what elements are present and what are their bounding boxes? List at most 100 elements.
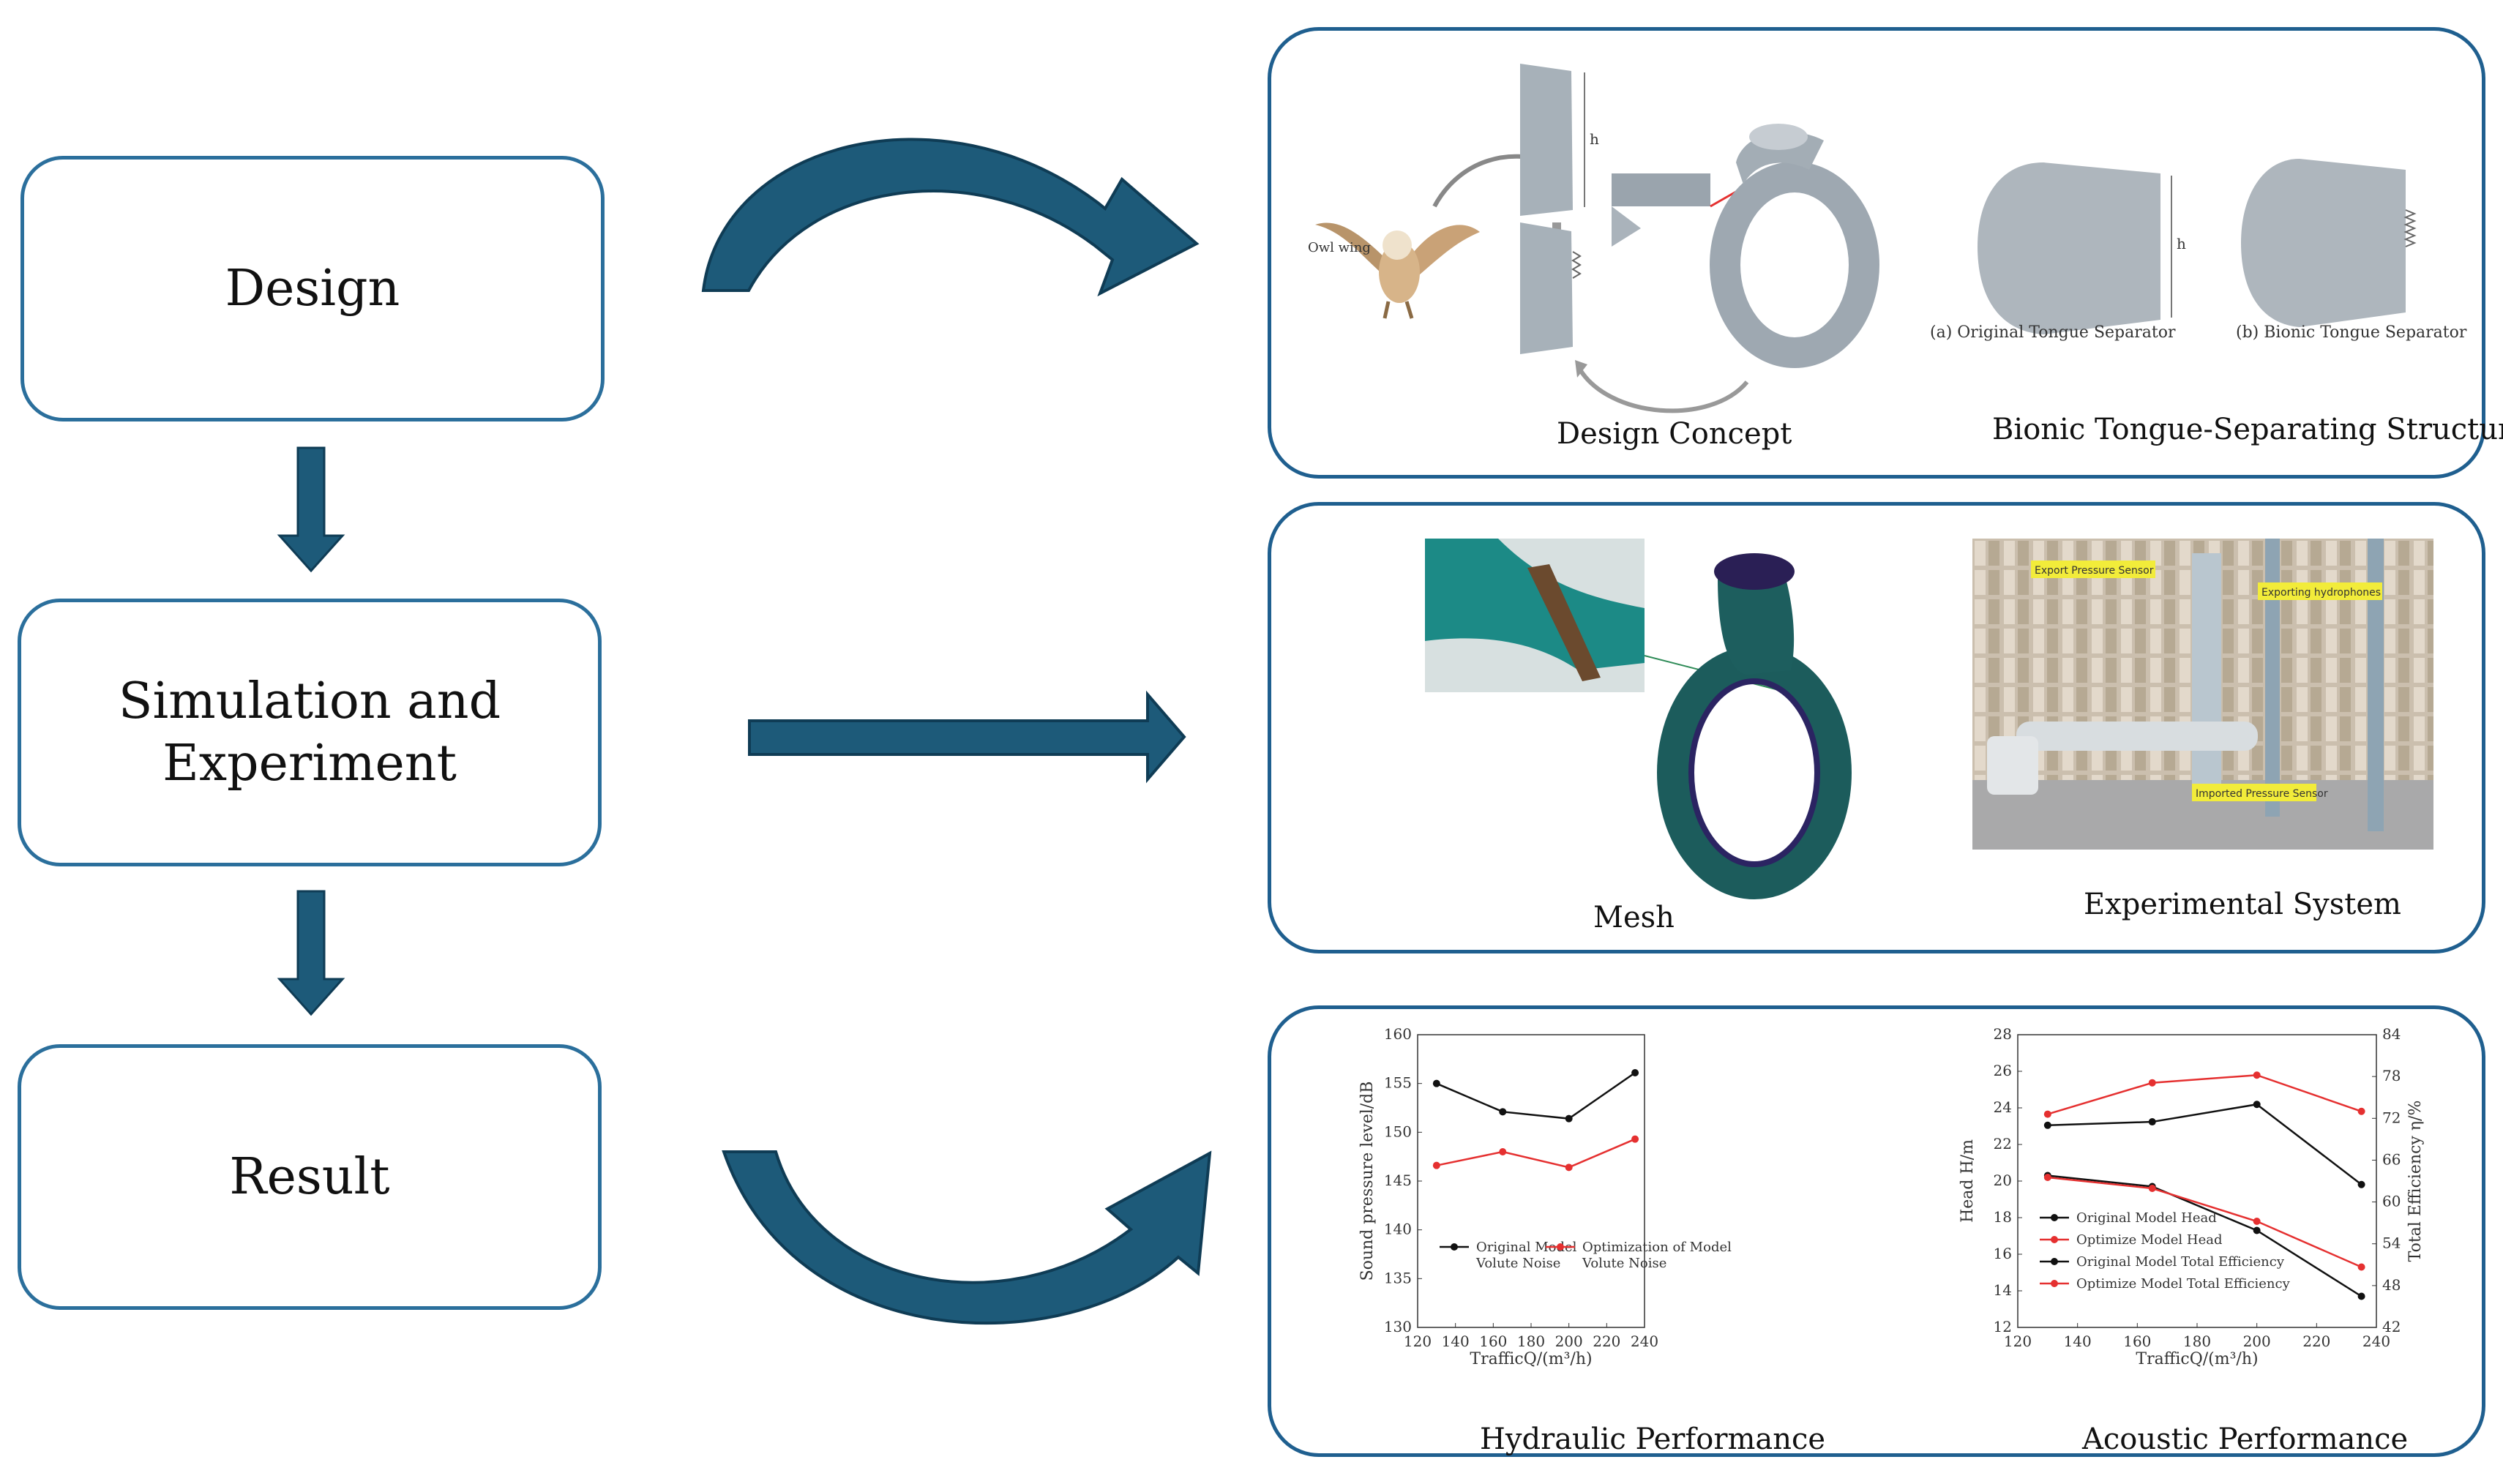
- x-tick-label: 140: [2064, 1333, 2092, 1350]
- data-point: [1499, 1108, 1507, 1116]
- x-tick-label: 120: [2004, 1333, 2032, 1350]
- bionic-tongue-separator: [2241, 159, 2417, 327]
- export-pressure-sensor-tag: Export Pressure Sensor: [2035, 565, 2154, 577]
- legend-swatch-point: [2051, 1236, 2058, 1243]
- volute-mesh-3d: [1657, 553, 1852, 899]
- x-tick-label: 140: [1442, 1333, 1470, 1350]
- data-point: [2357, 1292, 2365, 1300]
- y-tick-label: 150: [1384, 1123, 1412, 1140]
- hydraulic-performance-caption: Hydraulic Performance: [1480, 1423, 1826, 1456]
- concept-curve-arrow-bottom: [1575, 360, 1749, 413]
- y-tick-label: 145: [1384, 1172, 1412, 1189]
- data-point: [2148, 1185, 2156, 1192]
- x-tick-label: 160: [2123, 1333, 2151, 1350]
- y-right-tick-label: 84: [2382, 1025, 2401, 1043]
- svg-text:h: h: [1590, 130, 1599, 148]
- series-line: [1436, 1138, 1636, 1169]
- y-tick-label: 28: [1994, 1025, 2012, 1043]
- y-tick-label: 130: [1384, 1318, 1412, 1335]
- series-line: [2047, 1073, 2362, 1115]
- legend-swatch-point: [1557, 1243, 1564, 1251]
- y-right-tick-label: 78: [2382, 1067, 2401, 1084]
- legend-label: Original Model: [1476, 1240, 1577, 1255]
- data-point: [2043, 1121, 2051, 1129]
- curved-arrow-bottom: [722, 1150, 1212, 1325]
- result-stage-label: Result: [229, 1148, 390, 1206]
- legend-swatch-point: [2051, 1214, 2058, 1221]
- series-line: [1436, 1071, 1636, 1120]
- straight-arrow-middle: [748, 690, 1186, 784]
- data-point: [2043, 1110, 2051, 1118]
- x-tick-label: 180: [1517, 1333, 1545, 1350]
- legend-label: Original Model Head: [2076, 1210, 2217, 1226]
- experimental-system-photo: Export Pressure Sensor Exporting hydroph…: [1972, 539, 2433, 850]
- owl-wing-label: Owl wing: [1308, 240, 1371, 255]
- y-tick-label: 135: [1384, 1269, 1412, 1286]
- series-line: [2047, 1174, 2362, 1297]
- tongue-plate-top: h: [1520, 64, 1599, 216]
- x-tick-label: 220: [2302, 1333, 2330, 1350]
- data-point: [1565, 1163, 1573, 1172]
- x-tick-label: 240: [1631, 1333, 1658, 1350]
- legend-label: Optimize Model Total Efficiency: [2076, 1276, 2291, 1292]
- data-point: [2357, 1263, 2365, 1271]
- tongue-plate-bionic: [1520, 222, 1582, 354]
- original-tongue-separator: h: [1978, 162, 2186, 334]
- result-stage-box: Result: [18, 1044, 602, 1310]
- exporting-hydrophones-tag: Exporting hydrophones: [2261, 587, 2381, 599]
- legend-label: Optimize Model Head: [2076, 1232, 2222, 1248]
- plot-frame: [1417, 1034, 1645, 1328]
- x-tick-label: 180: [2183, 1333, 2211, 1350]
- data-point: [1631, 1135, 1639, 1143]
- data-point: [2253, 1218, 2261, 1225]
- x-tick-label: 200: [1555, 1333, 1583, 1350]
- anechoic-chamber-drawing: Export Pressure Sensor Exporting hydroph…: [1972, 539, 2433, 850]
- owl-wing-illustration: [1315, 222, 1480, 319]
- legend-swatch-point: [1451, 1243, 1458, 1251]
- legend-label-cont: Volute Noise: [1475, 1256, 1560, 1271]
- simulation-stage-box: Simulation and Experiment: [18, 599, 602, 866]
- simulation-panel: Export Pressure Sensor Exporting hydroph…: [1268, 502, 2485, 953]
- series-line: [2047, 1176, 2362, 1268]
- data-point: [2357, 1180, 2365, 1188]
- imported-pressure-sensor-tag: Imported Pressure Sensor: [2196, 788, 2328, 800]
- y-tick-label: 18: [1994, 1208, 2012, 1226]
- x-axis-label: TrafficQ/(m³/h): [2136, 1350, 2258, 1368]
- mesh-detail-drawing: [1425, 539, 1645, 692]
- design-stage-label: Design: [225, 260, 400, 318]
- y-tick-label: 22: [1994, 1135, 2012, 1153]
- mesh-detail-inset: [1425, 539, 1645, 692]
- y-right-tick-label: 60: [2382, 1193, 2401, 1210]
- data-point: [2357, 1107, 2365, 1115]
- experimental-system-caption: Experimental System: [2084, 888, 2401, 921]
- data-point: [1565, 1114, 1573, 1123]
- legend-label: Original Model Total Efficiency: [2076, 1254, 2285, 1270]
- data-point: [1432, 1161, 1440, 1169]
- y-tick-label: 26: [1994, 1062, 2012, 1079]
- data-point: [2253, 1071, 2261, 1079]
- down-arrow-1: [277, 446, 345, 573]
- data-point: [1631, 1069, 1639, 1076]
- y-axis-label: Head H/m: [1958, 1139, 1977, 1223]
- y-tick-label: 16: [1994, 1245, 2012, 1262]
- y-tick-label: 24: [1994, 1098, 2012, 1116]
- x-tick-label: 220: [1593, 1333, 1620, 1350]
- y-right-tick-label: 72: [2382, 1109, 2401, 1126]
- design-panel: Owl wing h h (a) Original Tong: [1268, 27, 2503, 479]
- original-tongue-caption: (a) Original Tongue Separator: [1930, 323, 2176, 342]
- y-right-tick-label: 54: [2382, 1234, 2401, 1252]
- legend-label: Optimization of Model: [1582, 1240, 1732, 1255]
- y-right-tick-label: 66: [2382, 1150, 2401, 1168]
- bionic-structure-caption: Bionic Tongue-Separating Structure: [1992, 413, 2503, 446]
- data-point: [1499, 1148, 1507, 1155]
- x-axis-label: TrafficQ/(m³/h): [1470, 1350, 1592, 1368]
- mesh-caption: Mesh: [1593, 901, 1675, 934]
- design-stage-box: Design: [20, 156, 605, 421]
- y-tick-label: 20: [1994, 1172, 2012, 1189]
- data-point: [2253, 1226, 2261, 1234]
- y-right-axis-label: Total Efficiency η/%: [2406, 1101, 2425, 1262]
- y-axis-label: Sound pressure level/dB: [1358, 1082, 1377, 1281]
- simulation-stage-label: Simulation and Experiment: [118, 672, 501, 792]
